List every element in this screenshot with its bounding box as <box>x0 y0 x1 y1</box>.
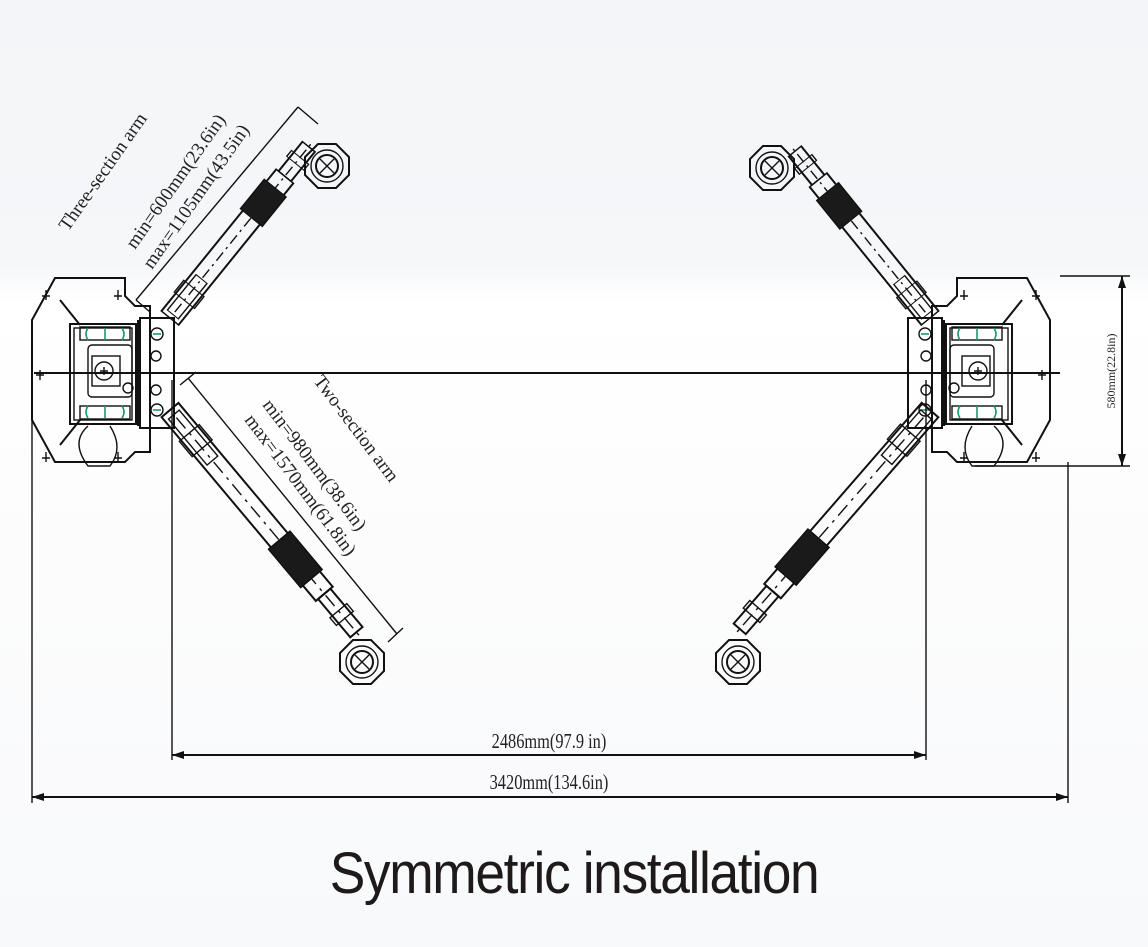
column-depth-label: 580mm(22.8in) <box>1104 334 1118 409</box>
column-depth-dimension <box>975 275 1130 467</box>
overall-width-label: 3420mm(134.6in) <box>490 771 609 794</box>
right-lower-arm <box>721 399 942 647</box>
right-upper-arm <box>778 135 942 328</box>
inner-width-dimension <box>172 751 926 759</box>
right-lower-pad <box>715 639 761 685</box>
three-section-dimension-line <box>135 106 319 313</box>
right-upper-pad <box>749 145 795 191</box>
overall-width-dimension <box>32 793 1068 801</box>
two-section-dimension-line <box>179 371 404 643</box>
left-lower-pad <box>339 639 385 685</box>
caption-title: Symmetric installation <box>329 841 820 906</box>
left-upper-pad <box>304 143 350 189</box>
three-section-arm-label: Three-section arm <box>55 109 152 235</box>
inner-width-label: 2486mm(97.9 in) <box>492 730 607 753</box>
